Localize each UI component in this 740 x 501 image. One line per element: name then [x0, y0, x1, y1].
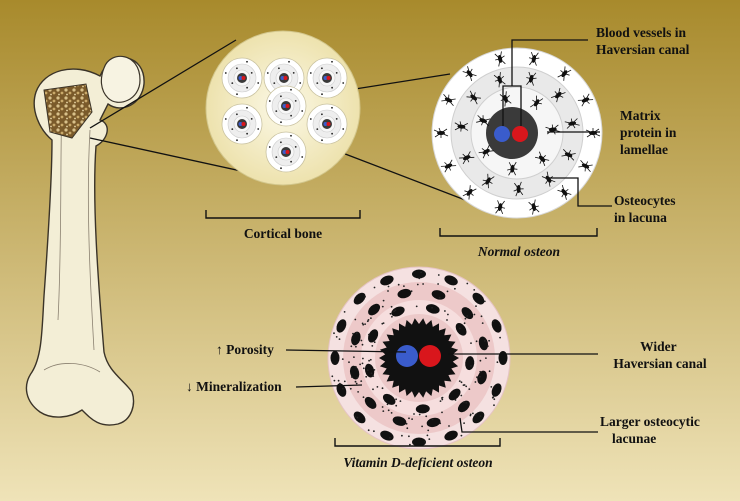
- normal-osteon: [431, 47, 603, 219]
- osteocyte-icon: [557, 66, 572, 81]
- lacuna: [498, 351, 508, 365]
- lacuna: [415, 404, 430, 414]
- osteocyte-icon: [550, 87, 566, 103]
- osteocyte-icon: [494, 51, 506, 67]
- mini-osteon: [221, 103, 263, 145]
- lacuna: [444, 430, 458, 441]
- lacuna: [349, 365, 360, 380]
- lacuna: [336, 383, 347, 397]
- lacuna: [330, 351, 340, 365]
- osteocyte-icon: [462, 185, 477, 200]
- osteocyte-icon: [493, 72, 506, 88]
- lacuna: [457, 400, 470, 413]
- lacuna: [368, 329, 379, 343]
- spongy-bone-texture-icon: [43, 83, 93, 139]
- lacuna: [465, 356, 475, 371]
- cortical-bone-section: [205, 30, 361, 186]
- lacuna: [478, 336, 489, 351]
- osteocyte-icon: [534, 151, 550, 167]
- lacuna: [426, 417, 441, 428]
- lacuna: [382, 393, 396, 405]
- lacuna: [353, 411, 366, 424]
- osteocyte-icon: [433, 127, 449, 138]
- lacuna: [477, 370, 487, 385]
- lacuna: [491, 319, 502, 333]
- normal-osteon-label: Normal osteon: [477, 244, 560, 259]
- lacuna: [412, 437, 426, 447]
- lacuna: [391, 306, 405, 317]
- osteocyte-icon: [476, 115, 491, 127]
- lacuna: [351, 331, 361, 346]
- osteocyte-icon: [577, 93, 594, 107]
- haversian-canal: [486, 107, 538, 159]
- lacuna: [455, 322, 467, 336]
- lacuna: [448, 388, 461, 401]
- lacuna: [368, 303, 381, 316]
- blood-vessel-icon: [419, 345, 441, 367]
- larger-lacunae-label: Larger osteocytic lacunae: [600, 414, 703, 446]
- vitamin-d-deficient-osteon: [327, 266, 511, 450]
- lacuna: [397, 288, 412, 299]
- lacuna: [461, 307, 474, 320]
- lacuna: [425, 304, 440, 314]
- osteocyte-icon: [561, 149, 576, 161]
- osteocyte-icon: [528, 199, 540, 215]
- osteocyte-icon: [557, 184, 572, 200]
- porosity-label: ↑ Porosity: [216, 342, 274, 357]
- mini-osteon: [306, 57, 348, 99]
- osteocyte-icon: [564, 118, 580, 129]
- lacuna: [444, 275, 458, 286]
- blood-vessel-icon: [494, 126, 528, 142]
- osteocyte-icon: [441, 93, 456, 107]
- osteocyte-icon: [578, 159, 593, 173]
- osteocyte-icon: [513, 181, 524, 197]
- wider-canal-label: Wider Haversian canal: [613, 339, 707, 371]
- lacuna: [412, 269, 426, 279]
- lacuna: [380, 275, 394, 286]
- deficient-osteon-label: Vitamin D-deficient osteon: [343, 455, 492, 470]
- lacuna: [364, 396, 377, 409]
- lacuna: [491, 383, 502, 397]
- osteocyte-icon: [481, 173, 495, 189]
- osteocyte-icon: [494, 200, 506, 214]
- mini-osteon: [306, 103, 348, 145]
- osteocyte-icon: [478, 145, 494, 159]
- osteocyte-icon: [462, 66, 477, 82]
- brackets: [205, 210, 598, 447]
- osteocyte-icon: [454, 121, 469, 132]
- mini-osteon: [265, 131, 307, 173]
- lacuna: [472, 292, 485, 305]
- blood-vessels-label: Blood vessels in Haversian canal: [596, 25, 690, 57]
- normal-osteon-callouts: [502, 39, 612, 207]
- osteocyte-icon: [526, 71, 537, 86]
- osteocyte-icon: [507, 161, 518, 176]
- osteocyte-icon: [466, 90, 481, 105]
- osteocyte-icon: [528, 52, 540, 66]
- lacuna: [353, 292, 366, 305]
- cortical-bone-label: Cortical bone: [244, 226, 322, 241]
- mineralization-label: ↓ Mineralization: [186, 379, 282, 394]
- wide-haversian-canal: [379, 318, 459, 398]
- blood-vessel-icon: [396, 345, 418, 367]
- lacuna: [336, 319, 347, 333]
- osteocyte-icon: [530, 95, 544, 111]
- osteocyte-icon: [459, 151, 475, 165]
- lacuna: [431, 290, 446, 300]
- mini-osteon: [221, 57, 263, 99]
- deficient-osteon-callouts: [285, 349, 598, 433]
- osteocytes-label: Osteocytes in lacuna: [614, 193, 679, 225]
- mini-osteon: [265, 85, 307, 127]
- mini-osteon: [263, 57, 305, 99]
- matrix-protein-label: Matrix protein in lamellae: [620, 108, 680, 157]
- osteocyte-icon: [440, 159, 457, 173]
- femur-bone-icon: [25, 55, 145, 426]
- lacuna: [392, 416, 407, 426]
